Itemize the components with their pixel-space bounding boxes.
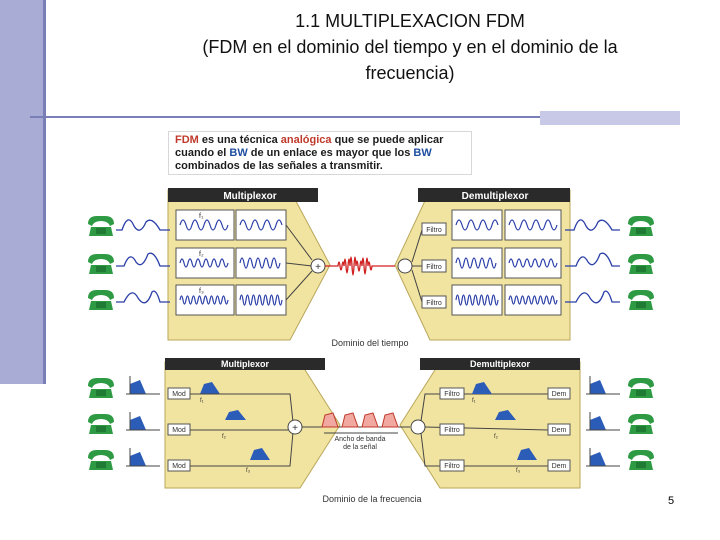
top-filter-3-label: Filtro (426, 300, 442, 307)
slide-sidebar-bar (0, 0, 46, 384)
note-fdm: FDM (175, 134, 199, 146)
top-mux-label: Multiplexor (223, 191, 276, 202)
bottom-filter-2-label: Filtro (444, 427, 460, 434)
bottom-shifted-spectra (200, 382, 270, 460)
top-demux-label: Demultiplexor (462, 191, 529, 202)
bottom-composite-spectrum (302, 412, 410, 434)
frequency-domain-diagram: Multiplexor Demultiplexor Mod Mod Mod (88, 358, 654, 504)
top-demux-boxes (451, 209, 562, 316)
note-analog: analógica (280, 134, 332, 146)
note-text-3: de un enlace es mayor que los (247, 147, 414, 159)
title-divider (30, 116, 540, 118)
bottom-filtered-spectra (472, 382, 537, 460)
bottom-mux-f2: f₂ (222, 434, 227, 440)
bottom-phone-1-right (628, 378, 654, 398)
bottom-mod-1-label: Mod (172, 391, 186, 398)
top-mux-boxes (175, 209, 287, 316)
bottom-mod-boxes (167, 387, 191, 472)
top-phone-1-left (88, 216, 114, 236)
slide-title: 1.1 MULTIPLEXACION FDM (295, 11, 525, 31)
bottom-mux-lines (190, 393, 294, 467)
svg-text:+: + (315, 262, 321, 273)
bottom-demux-f2: f₂ (494, 434, 499, 440)
bottom-demux-f1: f₁ (472, 398, 476, 404)
bottom-split-node (410, 419, 426, 435)
top-filters (421, 222, 447, 309)
bottom-demux-header (420, 358, 580, 370)
bandwidth-label-line-1: Ancho de banda (335, 436, 386, 443)
svg-text:+: + (292, 423, 298, 434)
top-phone-3-left (88, 290, 114, 310)
top-demux-connectors (411, 229, 423, 303)
bottom-phone-3-left (88, 450, 114, 470)
bottom-output-axes (586, 376, 620, 467)
top-output-signals (565, 219, 620, 304)
slide-subtitle: (FDM en el dominio del tiempo y en el do… (150, 34, 670, 86)
top-mux-header (168, 188, 318, 202)
page-number: 5 (668, 495, 675, 507)
bottom-dem-1-label: Dem (552, 391, 567, 398)
top-filter-1-label: Filtro (426, 227, 442, 234)
bottom-phone-2-left (88, 414, 114, 434)
bottom-mod-2-label: Mod (172, 427, 186, 434)
bottom-filter-1-label: Filtro (444, 391, 460, 398)
top-phone-2-left (88, 254, 114, 274)
top-mux-connectors (285, 224, 313, 301)
top-freq-f1: f₁ (199, 213, 204, 220)
time-domain-diagram: Multiplexor Demultiplexor (88, 188, 654, 348)
subtitle-line-1: (FDM en el dominio del tiempo y en el do… (202, 37, 618, 57)
bottom-demux-label: Demultiplexor (470, 359, 531, 369)
note-bw-1: BW (229, 147, 248, 159)
bottom-input-spectra (130, 380, 146, 466)
bottom-filter-3-label: Filtro (444, 463, 460, 470)
bottom-mux-f1: f₁ (200, 398, 204, 404)
bottom-phone-3-right (628, 450, 654, 470)
bottom-mod-3-label: Mod (172, 463, 186, 470)
bottom-dem-boxes (547, 387, 571, 472)
bottom-mux-header (165, 358, 325, 370)
top-freq-f2: f₂ (199, 251, 204, 258)
bottom-mux-panel (164, 361, 341, 489)
note-bw-2: BW (413, 147, 432, 159)
note-text-2: que se puede aplicar cuando el (175, 134, 444, 159)
top-phone-3-right (628, 290, 654, 310)
bottom-mux-f3: f₃ (246, 468, 251, 474)
top-phone-1-right (628, 216, 654, 236)
subtitle-line-2: frecuencia) (365, 63, 455, 83)
fdm-definition-note: FDM es una técnica analógica que se pued… (168, 131, 472, 175)
top-input-signals (116, 219, 170, 304)
bottom-phone-1-left (88, 378, 114, 398)
bottom-mux-label: Multiplexor (221, 359, 269, 369)
top-split-node (397, 258, 413, 274)
title-divider-accent (540, 111, 680, 125)
bottom-filter-boxes (439, 387, 465, 472)
top-filter-2-label: Filtro (426, 264, 442, 271)
top-freq-f3: f₃ (199, 288, 204, 295)
note-text-4: combinados de las señales a transmitir. (175, 160, 383, 172)
top-phone-2-right (628, 254, 654, 274)
top-demux-header (418, 188, 570, 202)
bottom-output-spectra (590, 380, 606, 466)
bottom-demux-f3: f₃ (516, 468, 521, 474)
bottom-phone-2-right (628, 414, 654, 434)
top-composite-signal (325, 256, 395, 276)
bandwidth-label-line-2: de la señal (343, 444, 377, 451)
bottom-dem-2-label: Dem (552, 427, 567, 434)
note-text-1: es una técnica (198, 134, 281, 146)
bottom-dem-3-label: Dem (552, 463, 567, 470)
time-domain-caption: Dominio del tiempo (331, 338, 408, 348)
frequency-domain-caption: Dominio de la frecuencia (322, 494, 421, 504)
bottom-input-axes (126, 376, 160, 467)
